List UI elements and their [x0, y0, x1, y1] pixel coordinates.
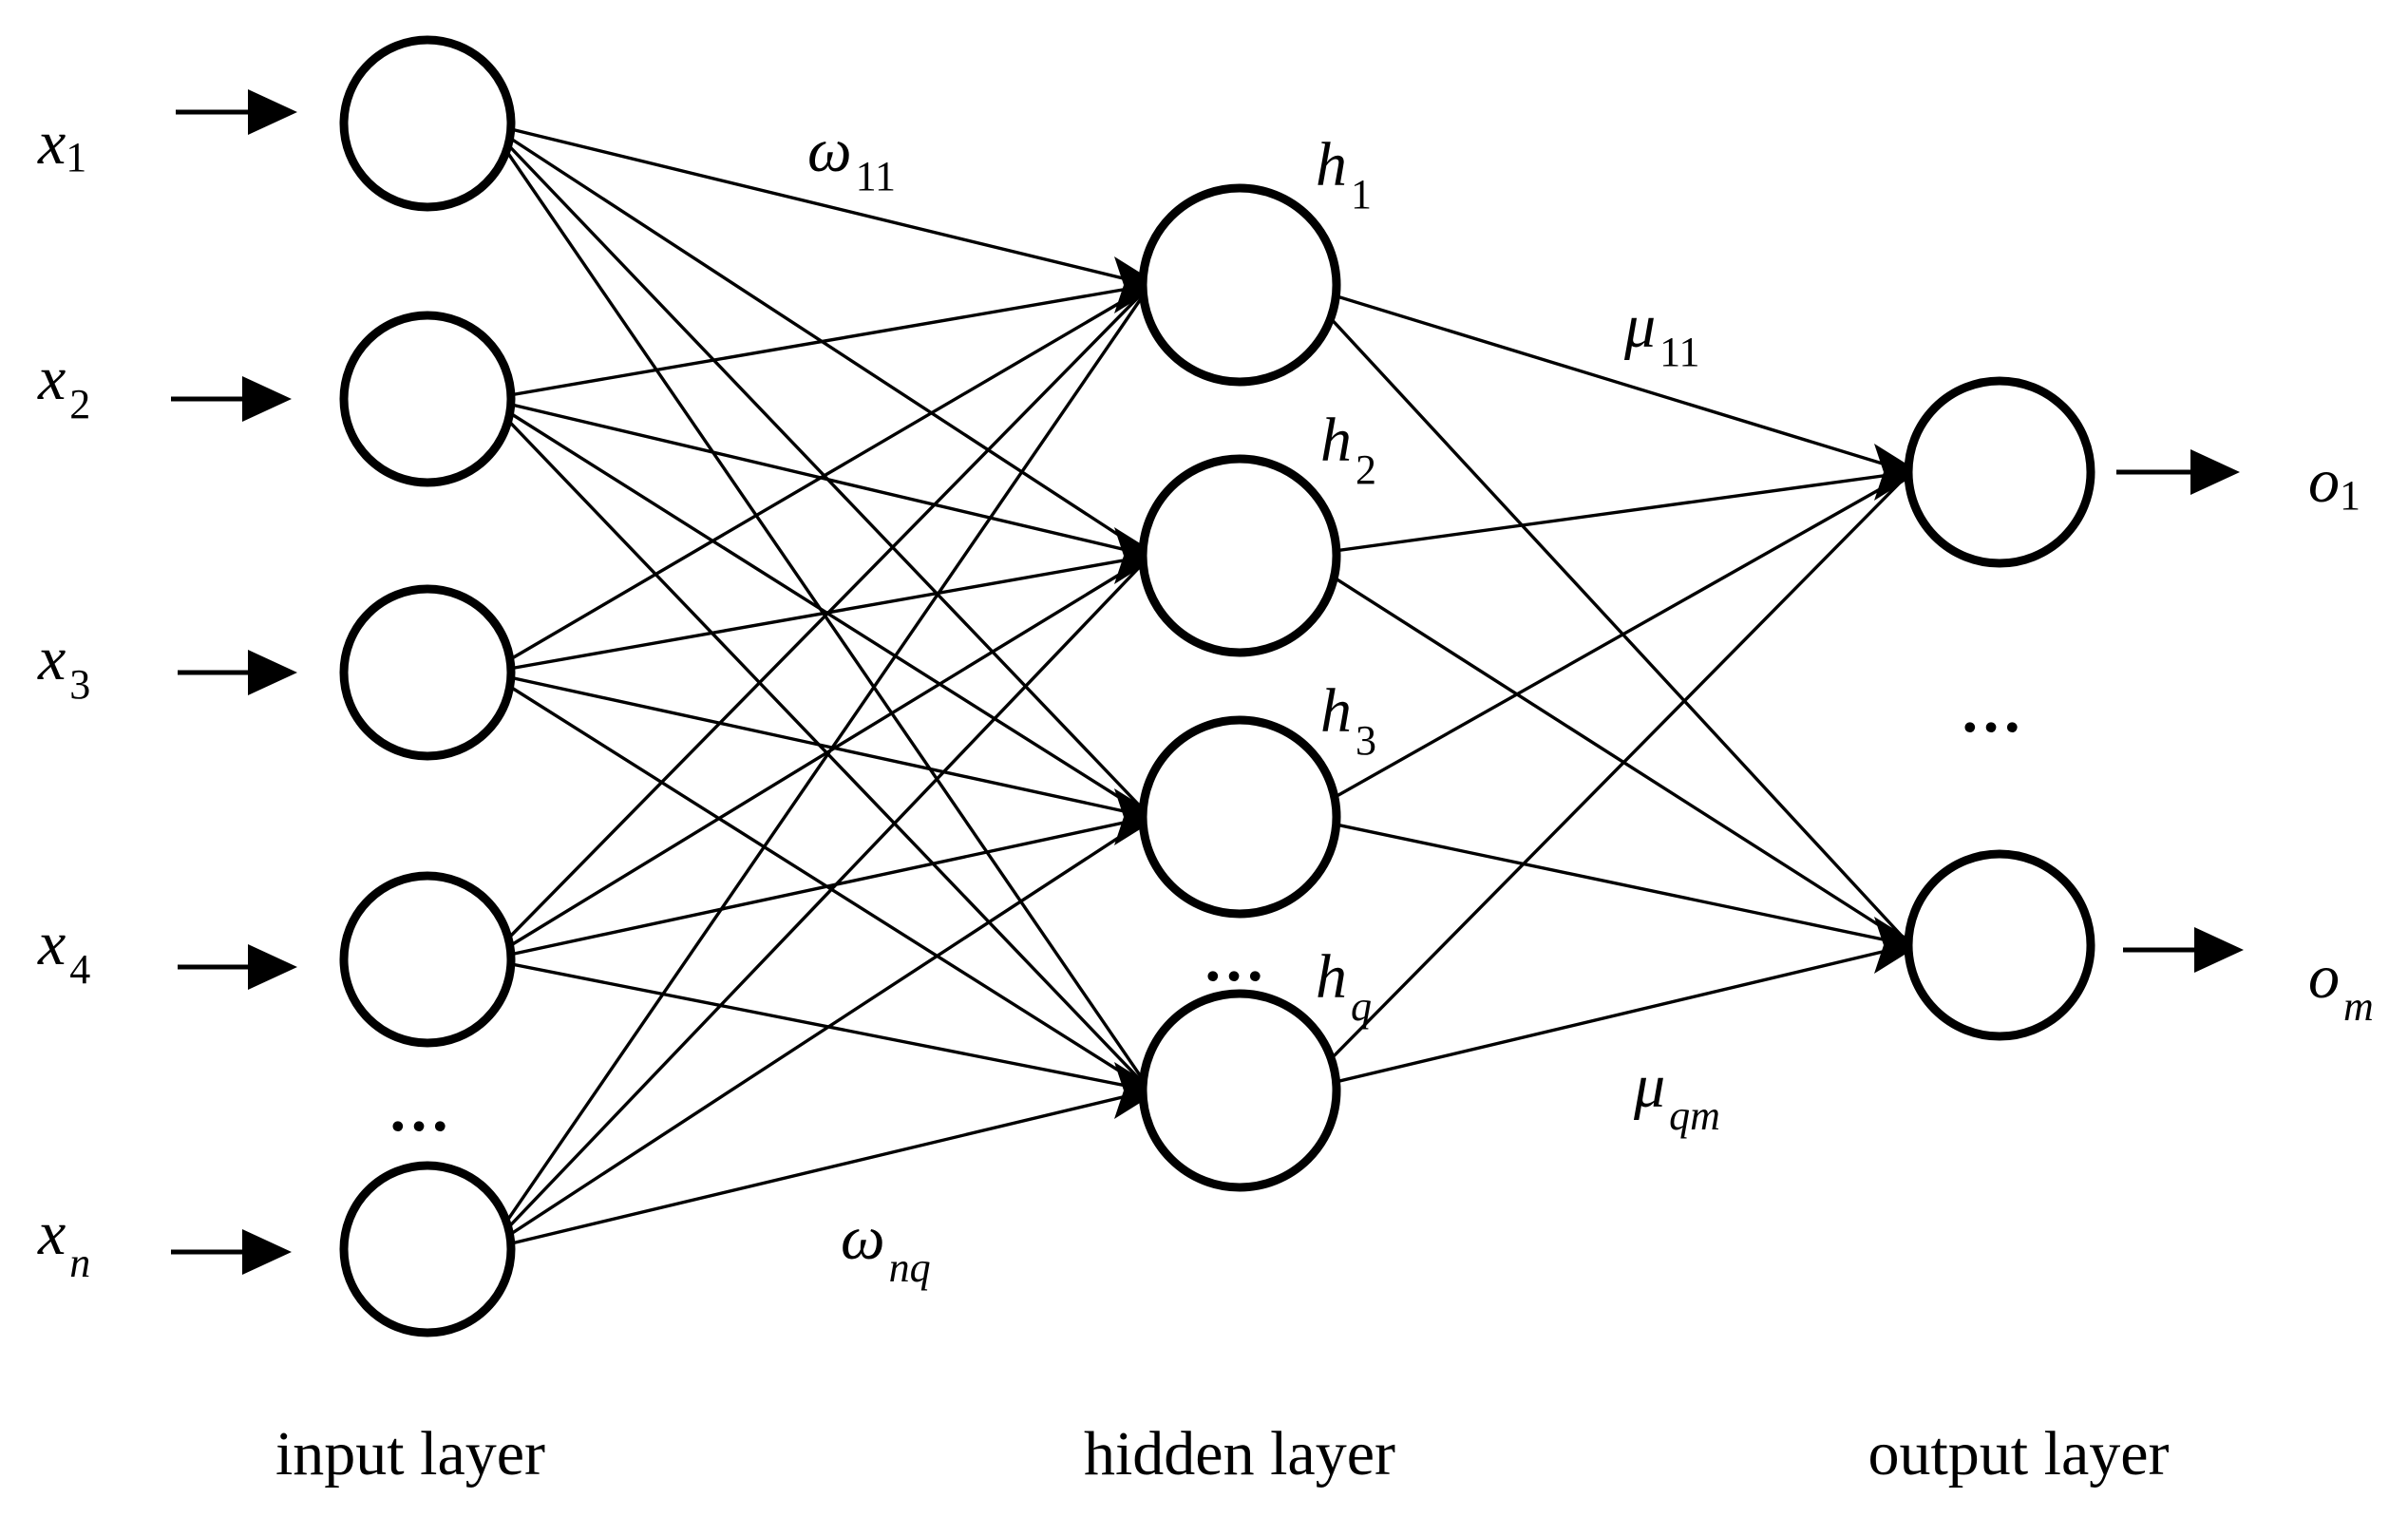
edge-x1-h1	[486, 122, 1151, 287]
weight-label-uqm: μqm	[1633, 1052, 1720, 1139]
edge-x3-h3	[486, 671, 1151, 819]
edge-x2-h3	[486, 397, 1151, 819]
hidden-arrowhead-1	[1114, 256, 1160, 313]
input-label-x4: x4	[37, 909, 90, 993]
hidden-label-h3: h3	[1320, 676, 1376, 764]
output-arrow-m-head	[2194, 927, 2244, 973]
input-label-x2: x2	[37, 344, 90, 427]
edge-x1-h3	[486, 122, 1152, 819]
edge-h1-o1	[1299, 283, 1911, 474]
edge-h4-o1	[1299, 470, 1912, 1092]
nodes	[339, 35, 2095, 1337]
output-arrow-1-head	[2190, 449, 2240, 495]
edge-h1-o2	[1299, 283, 1912, 947]
weight-label-u11: μ11	[1623, 292, 1700, 375]
hidden-node-1	[1138, 183, 1341, 387]
edge-x3-h1	[486, 283, 1151, 674]
output-ellipsis: …	[1960, 676, 2022, 746]
input-node-5	[339, 1161, 516, 1337]
edge-h3-o2	[1299, 815, 1911, 947]
output-label-o1: o1	[2308, 446, 2361, 519]
input-arrow-4-head	[248, 944, 297, 990]
input-arrow-3-head	[248, 650, 297, 695]
edge-x4-h3	[487, 815, 1151, 961]
input-node-2	[339, 311, 516, 487]
edge-x3-h2	[487, 554, 1151, 674]
edge-h3-o1	[1299, 470, 1911, 819]
output-node-2	[1904, 849, 2095, 1041]
input-label-x1: x1	[37, 108, 86, 180]
edge-h2-o2	[1299, 554, 1911, 947]
hidden-node-4	[1138, 989, 1341, 1192]
hidden-arrowhead-2	[1114, 527, 1160, 584]
connections	[485, 122, 1920, 1251]
edge-x2-h1	[487, 283, 1151, 401]
edge-h4-o2	[1299, 943, 1911, 1092]
input-ellipsis: …	[388, 1075, 450, 1145]
hidden-layer-label: hidden layer	[1084, 1419, 1395, 1489]
edge-x5-h3	[486, 815, 1151, 1251]
hidden-ellipsis: …	[1203, 925, 1265, 995]
input-label-x3: x3	[37, 624, 90, 708]
hidden-arrowhead-3	[1114, 788, 1160, 845]
output-arrowhead-2	[1874, 917, 1920, 974]
edge-x5-h4	[486, 1089, 1151, 1251]
input-arrow-1-head	[248, 89, 297, 135]
output-label-om: om	[2308, 942, 2374, 1030]
input-node-4	[339, 871, 516, 1048]
hidden-node-3	[1138, 715, 1341, 919]
weight-label-wnq: ωnq	[841, 1204, 931, 1291]
hidden-label-h2: h2	[1320, 406, 1376, 493]
edge-x5-h2	[486, 554, 1152, 1251]
edge-h2-o1	[1299, 470, 1911, 558]
output-arrowhead-1	[1874, 444, 1920, 501]
input-node-3	[339, 584, 516, 761]
edge-x1-h2	[486, 122, 1151, 558]
edge-x4-h4	[487, 958, 1151, 1092]
output-node-1	[1904, 376, 2095, 568]
edge-x4-h1	[486, 283, 1152, 961]
weight-label-w11: ω11	[807, 116, 896, 199]
edge-x3-h4	[486, 671, 1151, 1092]
hidden-arrowhead-4	[1114, 1062, 1160, 1119]
input-arrow-n-head	[242, 1229, 292, 1275]
input-arrow-2-head	[242, 376, 292, 422]
hidden-label-h1: h1	[1316, 130, 1372, 218]
edge-x4-h2	[486, 554, 1151, 961]
edge-x5-h1	[485, 284, 1152, 1250]
io-arrows	[171, 89, 2244, 1275]
hidden-node-2	[1138, 454, 1341, 657]
input-label-xn: xn	[37, 1199, 90, 1286]
hidden-label-hq: hq	[1316, 942, 1372, 1030]
output-layer-label: output layer	[1868, 1419, 2169, 1489]
input-layer-label: input layer	[275, 1419, 545, 1489]
input-node-1	[339, 35, 516, 212]
